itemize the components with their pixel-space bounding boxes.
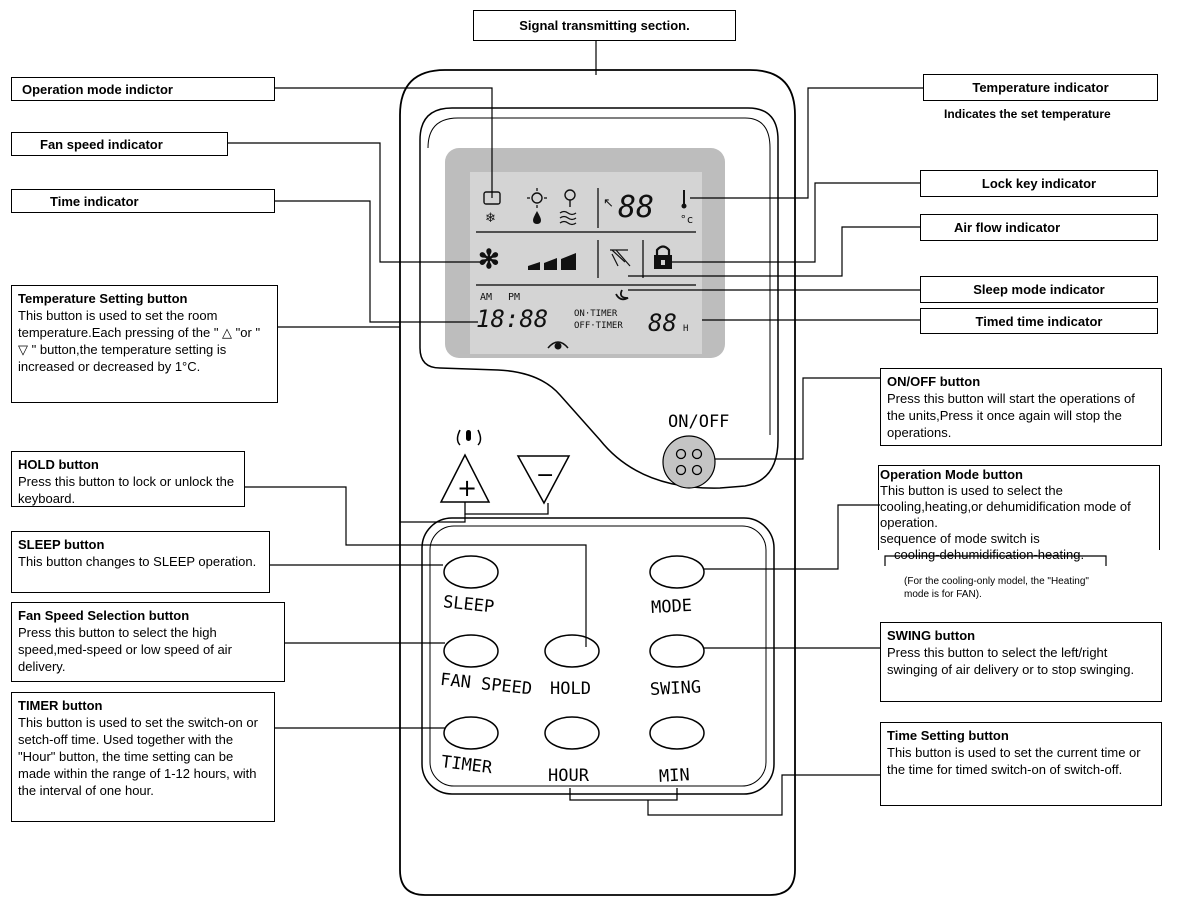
fan-speed-title: Fan Speed Selection button <box>18 608 190 623</box>
hold-body: Press this button to lock or unlock the … <box>18 474 235 506</box>
svg-text:−: − <box>536 463 554 488</box>
mode-button[interactable] <box>649 555 705 589</box>
heat-mode-icon <box>527 188 547 208</box>
time-setting-description: Time Setting button This button is used … <box>880 722 1162 806</box>
hour-label: HOUR <box>548 766 590 786</box>
sleep-title: SLEEP button <box>18 537 105 552</box>
fan-mode-icon <box>564 189 576 207</box>
onoff-label: ON/OFF <box>668 412 729 432</box>
timer-description: TIMER button This button is used to set … <box>11 692 275 822</box>
swing-label: SWING <box>649 677 701 700</box>
fan-speed-indicator-callout: Fan speed indicator <box>11 132 228 156</box>
lcd-on-timer: ON·TIMER <box>574 309 618 319</box>
lock-key-indicator-callout: Lock key indicator <box>920 170 1158 197</box>
temperature-indicator-note: Indicates the set temperature <box>944 107 1111 121</box>
lcd-am: AM <box>480 292 492 303</box>
mode-title: Operation Mode button <box>880 467 1023 482</box>
onoff-description: ON/OFF button Press this button will sta… <box>880 368 1162 446</box>
lcd-pm: PM <box>508 292 520 303</box>
leader-lines <box>228 40 924 816</box>
time-setting-title: Time Setting button <box>887 728 1009 743</box>
hold-button[interactable] <box>544 634 600 668</box>
svg-text:+: + <box>457 474 477 502</box>
air-flow-icon <box>610 249 631 267</box>
signal-transmitting-callout: Signal transmitting section. <box>473 10 736 41</box>
lcd-temp-digits: 88 <box>618 190 654 225</box>
hour-button[interactable] <box>544 716 600 750</box>
timer-title: TIMER button <box>18 698 103 713</box>
onoff-button[interactable] <box>662 435 716 489</box>
sequence-bracket <box>884 555 1107 566</box>
swing-title: SWING button <box>887 628 976 643</box>
timed-time-indicator-callout: Timed time indicator <box>920 308 1158 334</box>
sleep-description: SLEEP button This button changes to SLEE… <box>11 531 270 593</box>
temp-arrow-icon: ↖ <box>603 195 614 210</box>
swing-button[interactable] <box>649 634 705 668</box>
hold-description: HOLD button Press this button to lock or… <box>11 451 245 507</box>
swing-body: Press this button to select the left/rig… <box>887 645 1135 677</box>
mode-sequence: cooling-dehumidification-heating. <box>894 547 1085 562</box>
min-button[interactable] <box>649 716 705 750</box>
signal-eye-icon <box>547 341 569 350</box>
fan-speed-button[interactable] <box>443 634 499 668</box>
sleep-button[interactable] <box>443 555 499 589</box>
temp-up-button[interactable]: + <box>439 453 491 503</box>
operation-mode-indicator-callout: Operation mode indictor <box>11 77 275 101</box>
lcd-clock: 18:88 <box>476 305 548 333</box>
air-flow-indicator-callout: Air flow indicator <box>920 214 1158 241</box>
time-indicator-callout: Time indicator <box>11 189 275 213</box>
cool-mode-icon: ❄ <box>485 210 496 225</box>
fan-only-icon <box>559 210 577 226</box>
temperature-setting-body: This button is used to set the room temp… <box>18 308 261 374</box>
mode-body: This button is used to select the coolin… <box>880 483 1131 530</box>
temp-down-button[interactable]: − <box>516 455 571 505</box>
mode-label: MODE <box>651 596 693 618</box>
timer-button[interactable] <box>443 716 499 750</box>
swing-description: SWING button Press this button to select… <box>880 622 1162 702</box>
fan-speed-body: Press this button to select the high spe… <box>18 625 232 674</box>
onoff-title: ON/OFF button <box>887 374 981 389</box>
temperature-setting-description: Temperature Setting button This button i… <box>11 285 278 403</box>
time-setting-body: This button is used to set the current t… <box>887 745 1141 777</box>
temp-symbol-icon <box>456 429 482 446</box>
sleep-moon-icon <box>615 289 629 301</box>
operation-mode-description: Operation Mode button This button is use… <box>880 467 1160 563</box>
fan-speed-bars-icon <box>528 253 576 270</box>
timer-body: This button is used to set the switch-on… <box>18 715 258 798</box>
fan-speed-description: Fan Speed Selection button Press this bu… <box>11 602 285 682</box>
mode-sequence-label: sequence of mode switch is <box>880 531 1040 546</box>
min-label: MIN <box>658 765 690 787</box>
sleep-body: This button changes to SLEEP operation. <box>18 554 257 569</box>
onoff-body: Press this button will start the operati… <box>887 391 1135 440</box>
operation-mode-box-frame <box>878 465 1160 550</box>
lcd-timer-digits: 88 <box>648 309 677 337</box>
sleep-mode-indicator-callout: Sleep mode indicator <box>920 276 1158 303</box>
thermometer-icon <box>681 190 687 209</box>
lcd-temp-unit: °c <box>680 213 693 226</box>
lcd-timer-unit: H <box>683 324 688 334</box>
lock-icon <box>654 245 672 269</box>
mode-note: (For the cooling-only model, the "Heatin… <box>904 576 1089 600</box>
fan-speed-icon: ✻ <box>478 244 500 274</box>
hold-title: HOLD button <box>18 457 99 472</box>
temperature-setting-title: Temperature Setting button <box>18 291 188 306</box>
lcd-off-timer: OFF·TIMER <box>574 321 623 331</box>
temperature-indicator-callout: Temperature indicator <box>923 74 1158 101</box>
dry-mode-icon <box>533 211 541 224</box>
hold-label: HOLD <box>550 679 591 699</box>
